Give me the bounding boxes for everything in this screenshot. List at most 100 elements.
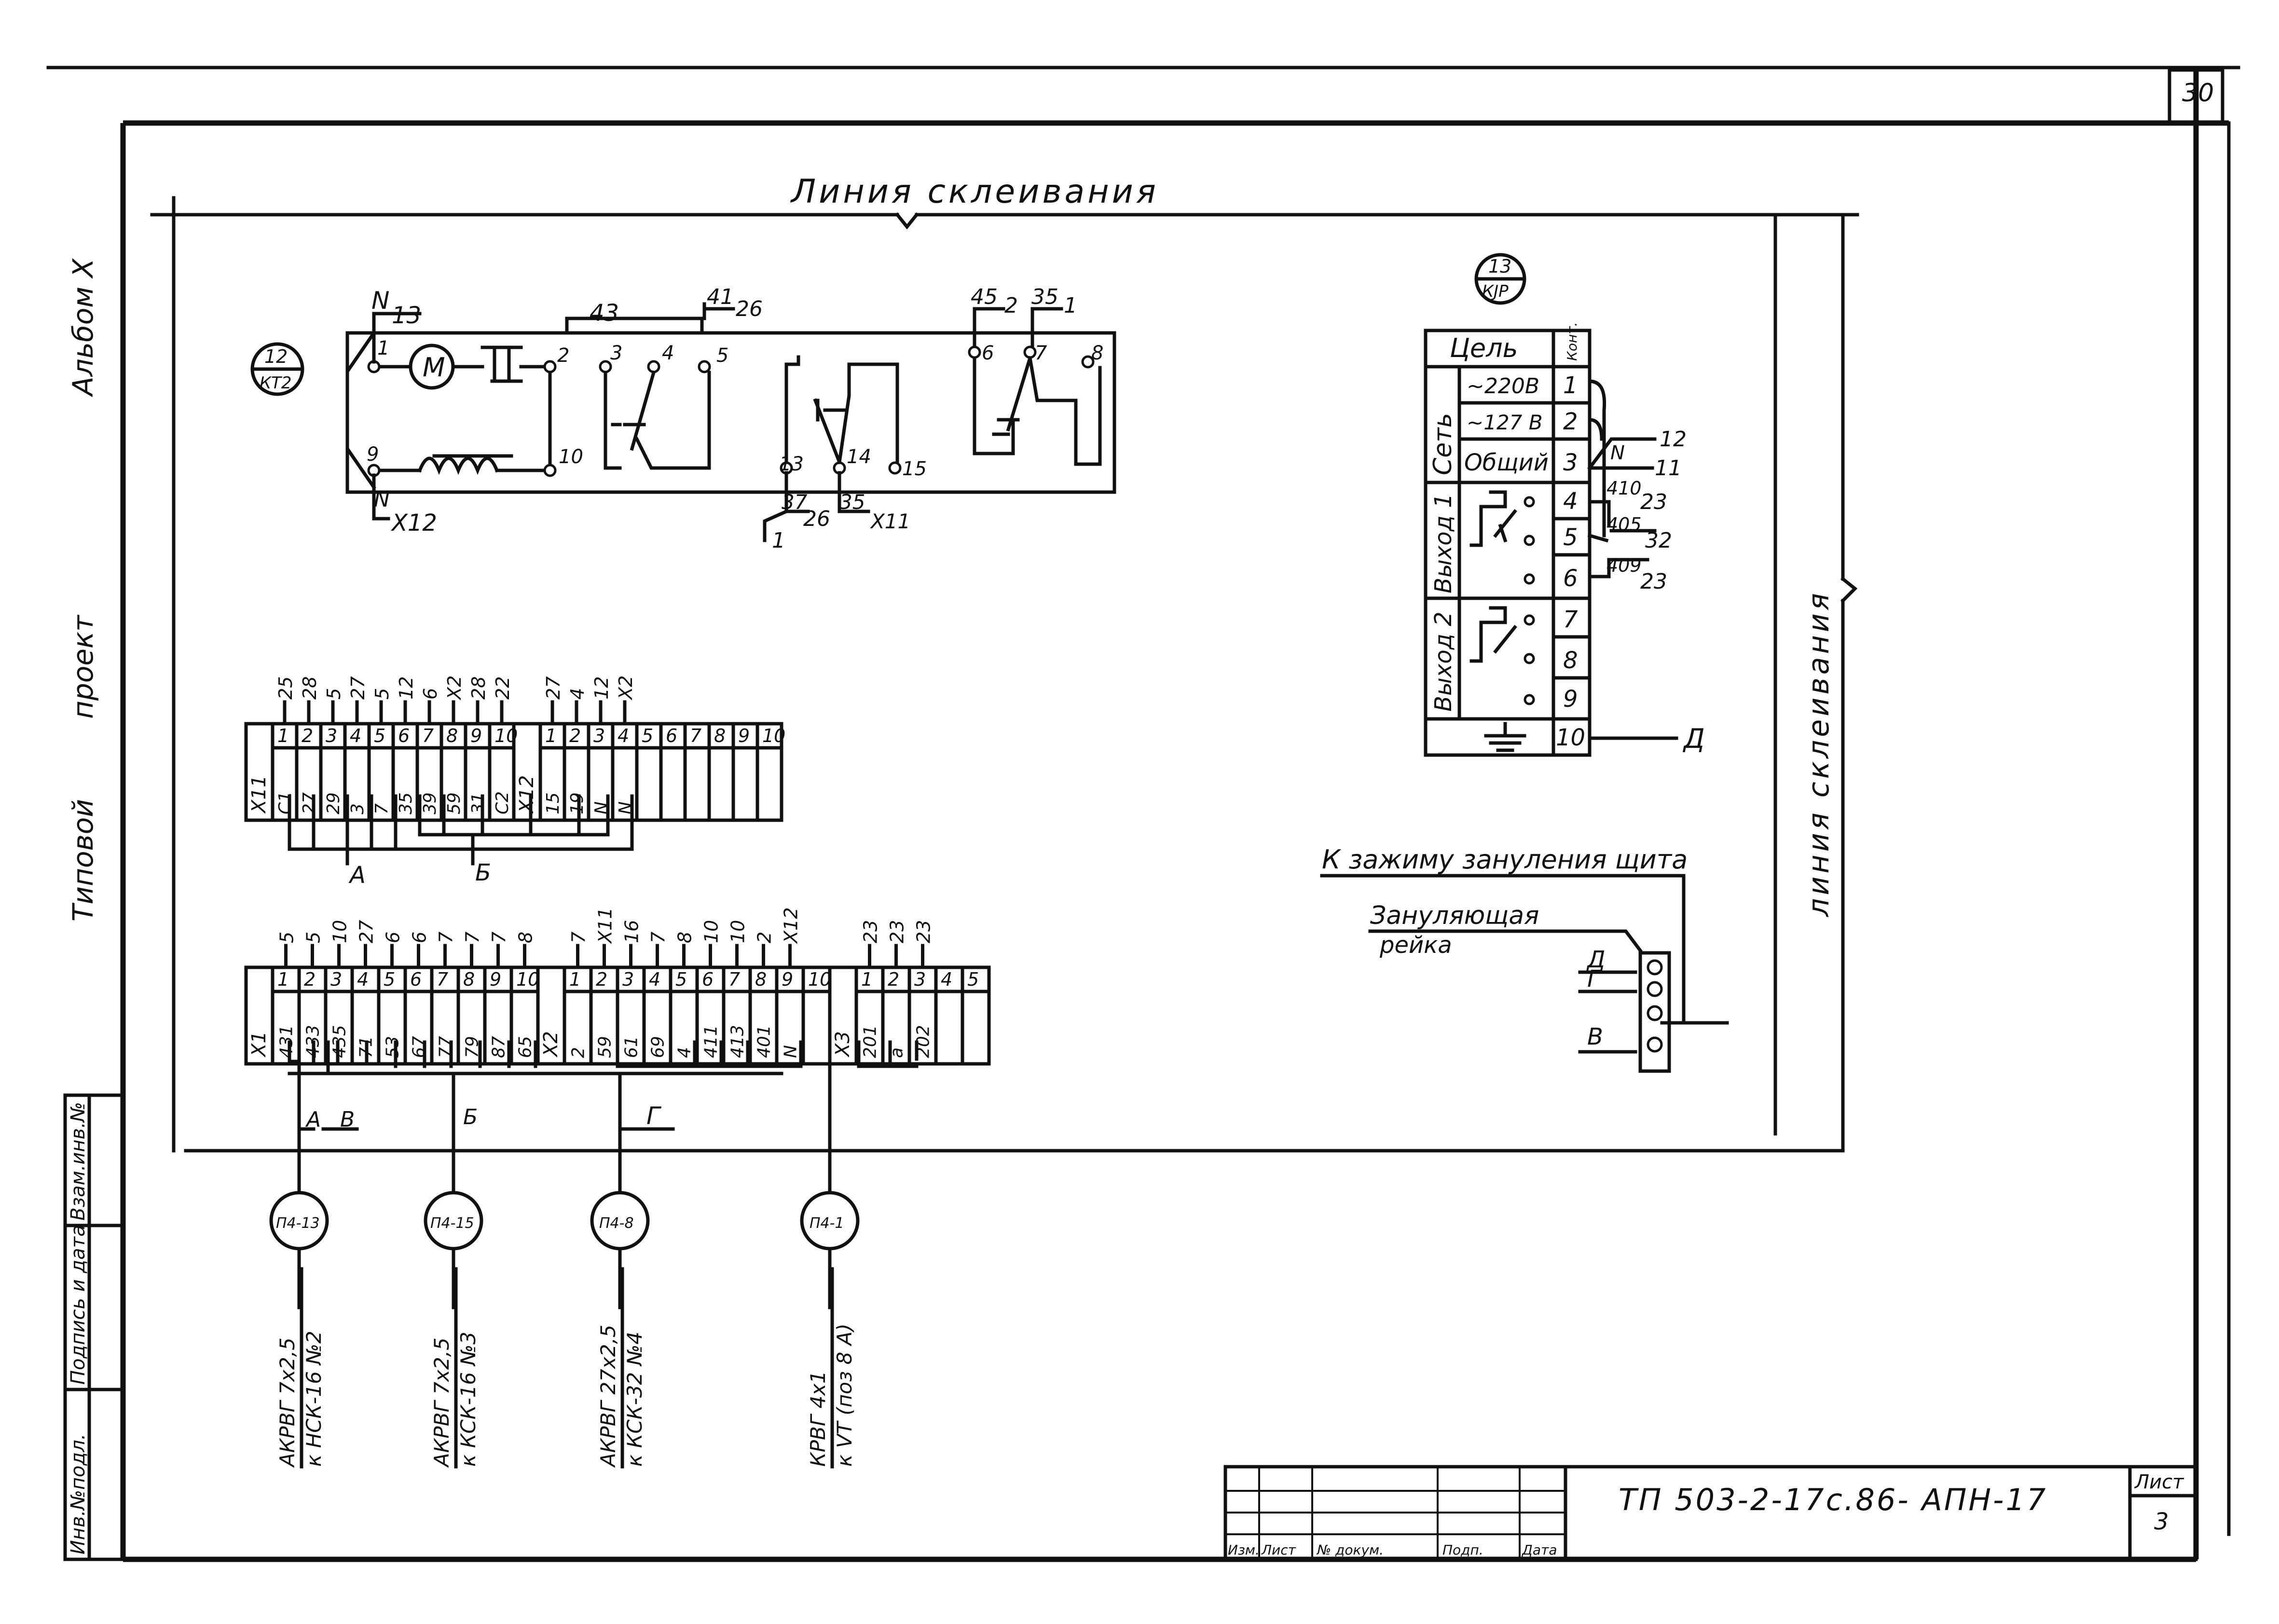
kjp-wire-12: 12 (1660, 427, 1687, 452)
pin-6: 6 (982, 342, 994, 364)
wire-43: 43 (590, 300, 619, 327)
strip1-b1-wire-0: 27 (543, 676, 564, 700)
strip1-b0-num-0: 1 (277, 725, 289, 746)
rail-point-d: Д (1586, 946, 1606, 973)
relay-kt2: 12 КТ2 M 1 9 2 10 3 4 5 (250, 285, 1116, 553)
strip2-b0-wire-6: 7 (436, 932, 457, 943)
cable-1-bus2: В (340, 1107, 355, 1132)
strip2-b1-num-5: 6 (702, 969, 714, 990)
strip2-b1-wire-6: 10 (728, 920, 749, 943)
pin-9: 9 (367, 443, 379, 466)
strip2-b1-cell-4: 4 (675, 1047, 695, 1058)
pin-3: 3 (610, 342, 622, 364)
wire-2: 2 (1004, 293, 1018, 318)
kjp-pin-8: 8 (1563, 647, 1578, 674)
strip2-buses (288, 1040, 919, 1102)
terminal-strip-x1-x2-x3: Х114315243353435104712755366676777787979… (244, 908, 991, 1066)
strip2-b0-wire-2: 10 (329, 920, 351, 943)
strip1-b1-num-7: 8 (714, 725, 726, 746)
cable-1-bus: А (305, 1107, 321, 1132)
strip1-b0-wire-4: 5 (371, 688, 393, 700)
strip2-b1-cell-1: 59 (595, 1036, 615, 1058)
glue-line-title: Линия склеивания (790, 173, 1159, 211)
strip2-b1-num-2: 3 (622, 969, 634, 990)
strip2-b0-wire-8: 7 (489, 932, 510, 943)
wire-1b: 1 (772, 528, 785, 553)
kjp-header-pin: Конт. (1564, 322, 1580, 361)
strip1-b0-wire-6: 6 (420, 688, 441, 700)
sheet-number: 3 (2154, 1508, 2169, 1535)
relay-kjp: 13 КJР Цель Конт. Сеть Выход 1 Выход 2 ~… (1424, 253, 1705, 757)
strip1-b0-num-7: 8 (446, 725, 458, 746)
strip2-b1-wire-0: 7 (568, 932, 590, 943)
wire-n13-n: N (371, 287, 389, 315)
album-label: Альбом X (67, 258, 99, 398)
strip1-b1-cell-0: 15 (543, 792, 563, 814)
strip2-label-2: Х3 (832, 1031, 854, 1058)
strip1-buses: А Б (288, 794, 634, 889)
strip2-b1-wire-4: 8 (674, 932, 696, 943)
strip2-b0-wire-9: 8 (515, 932, 536, 943)
pin-10: 10 (559, 446, 583, 468)
strip2-b0-wire-5: 6 (409, 932, 430, 943)
relay-kt2-tag-top: 12 (264, 346, 288, 367)
strip2-b2-wire-1: 23 (887, 920, 908, 943)
strip1-b0-cell-7: 59 (444, 792, 464, 814)
rail-label-1: Зануляющая (1370, 901, 1539, 930)
strip2-b0-cell-9: 65 (516, 1036, 535, 1058)
output1-contact-icon (1469, 490, 1517, 547)
strip2-b1-num-0: 1 (569, 969, 581, 990)
kjp-row-127: ~127 В (1467, 411, 1543, 434)
title-col-list: Лист (1261, 1542, 1296, 1558)
relay-kjp-tag-bottom: КJР (1482, 282, 1509, 301)
pin-1: 1 (377, 337, 389, 359)
strip1-b1-num-3: 4 (618, 725, 629, 746)
cable-4-tag-text: П4-1 (810, 1215, 844, 1232)
strip1-b0-cell-6: 39 (420, 792, 440, 814)
strip1-b0-wire-1: 28 (299, 676, 320, 700)
wire-26: 26 (736, 297, 763, 321)
title-col-doc: № докум. (1316, 1542, 1384, 1558)
kjp-pin-7: 7 (1563, 606, 1578, 633)
cable-2-type: АКРВГ 7х2,5 (430, 1337, 453, 1468)
strip2-b1-wire-2: 16 (621, 920, 643, 943)
strip2-b1-wire-3: 7 (648, 932, 669, 943)
strip1-b1-num-6: 7 (690, 725, 701, 746)
title-col-sign: Подп. (1442, 1542, 1483, 1558)
strip2-b0-num-6: 7 (437, 969, 448, 990)
strip2-b1-cell-7: 401 (755, 1025, 774, 1058)
strip1-b0-num-8: 9 (470, 725, 482, 746)
strip1-b1-wire-3: Х2 (615, 675, 636, 701)
cable-4-dest: к VT (поз 8 А) (833, 1323, 856, 1467)
grounding-title: К зажиму зануления щита (1322, 844, 1688, 875)
strip2-b1-cell-0: 2 (569, 1047, 589, 1058)
strip2-b0-num-4: 5 (384, 969, 395, 990)
wire-35: 35 (1031, 285, 1058, 309)
kjp-wire-23a: 23 (1640, 490, 1667, 514)
strip1-b1-num-1: 2 (569, 725, 581, 746)
kjp-wire-n: N (1610, 442, 1625, 464)
strip2-b1-num-3: 4 (649, 969, 660, 990)
project-label-a: Типовой (67, 799, 99, 922)
strip1-b0-num-5: 6 (398, 725, 410, 746)
strip1-b0-cell-0: С1 (275, 791, 295, 814)
strip2-b2-num-4: 5 (967, 969, 979, 990)
strip2-b1-cell-5: 411 (701, 1025, 721, 1058)
relay-kt2-tag-bottom: КТ2 (260, 373, 292, 393)
title-block: Изм. Лист № докум. Подп. Дата ТП 503-2-1… (1223, 1465, 2198, 1561)
strip2-b1-cell-2: 61 (622, 1036, 642, 1058)
kjp-wire-32: 32 (1645, 528, 1672, 553)
pin-5: 5 (716, 344, 728, 367)
strip1-b0-num-1: 2 (302, 725, 313, 746)
side-stamp: Альбом X Типовой проект Инв.№подл. Подпи… (63, 258, 125, 1561)
strip2-b1-num-8: 9 (782, 969, 793, 990)
strip1-b0-cell-3: 3 (348, 803, 368, 814)
strip2-b1-cell-3: 69 (648, 1036, 668, 1058)
strip1-b0-wire-0: 25 (275, 676, 296, 700)
kjp-pin-10: 10 (1556, 724, 1585, 751)
strip1-label-0: Х11 (248, 775, 270, 814)
kjp-pin-6: 6 (1563, 565, 1578, 592)
sheet-label: Лист (2134, 1471, 2184, 1493)
kjp-pin-9: 9 (1563, 686, 1578, 713)
strip2-b0-wire-1: 5 (303, 932, 324, 943)
